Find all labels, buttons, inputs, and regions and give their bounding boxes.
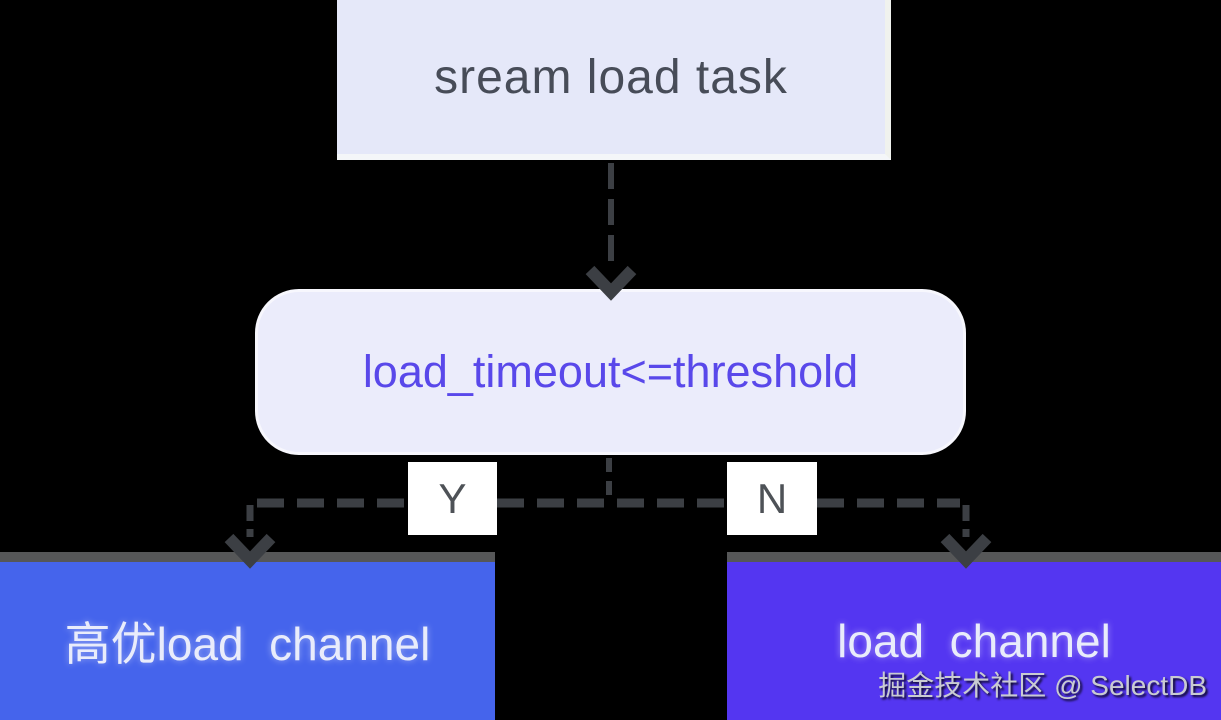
node-load-timeout-decision: load_timeout<=threshold	[255, 289, 966, 455]
start-node-label: sream load task	[434, 50, 788, 104]
yes-node-label: 高优load channel	[64, 618, 431, 670]
branch-yes-text: Y	[438, 474, 467, 522]
decision-node-label: load_timeout<=threshold	[362, 346, 859, 397]
node-stream-load-task: sream load task	[337, 0, 891, 160]
branch-label-yes: Y	[408, 462, 497, 535]
node-high-priority-load-channel: 高优load channel	[0, 552, 495, 720]
branch-label-no: N	[727, 462, 817, 535]
no-node-label: load channel	[837, 615, 1111, 667]
watermark: 掘金技术社区 @ SelectDB	[878, 670, 1207, 701]
branch-no-text: N	[756, 474, 788, 522]
